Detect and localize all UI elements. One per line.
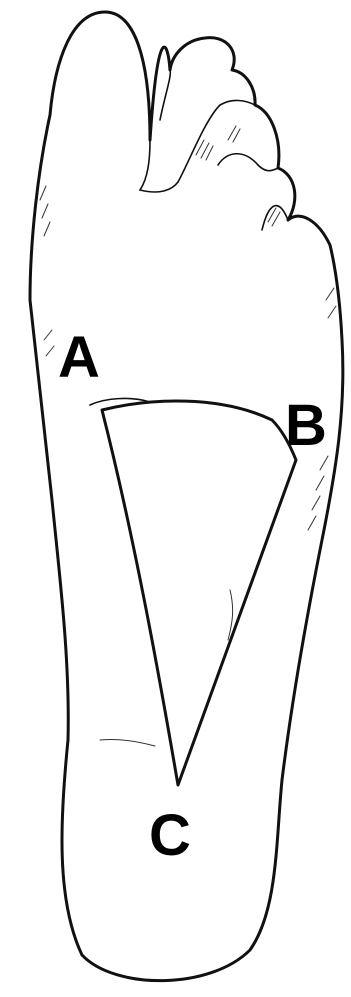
label-b: B (285, 393, 327, 458)
label-c: C (149, 803, 191, 868)
label-a: A (58, 325, 100, 390)
